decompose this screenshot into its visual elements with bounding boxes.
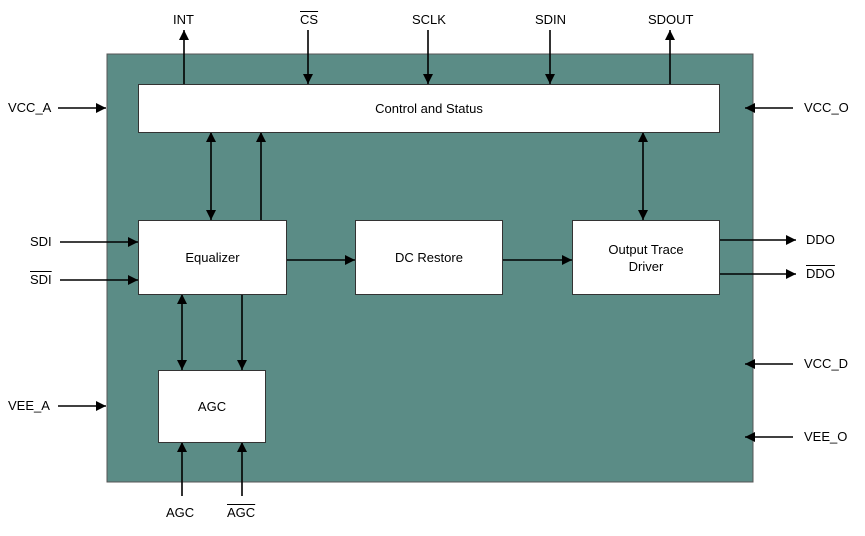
pin-sdi-label: SDI <box>30 234 52 249</box>
pin-vee-a-label: VEE_A <box>8 398 50 413</box>
output-driver-label-line1: Output Trace <box>608 241 684 257</box>
pin-vcc-o-label: VCC_O <box>804 100 849 115</box>
pin-sdin-label: SDIN <box>535 12 567 27</box>
pin-int-label: INT <box>173 12 194 27</box>
pin-sdout-label: SDOUT <box>648 12 694 27</box>
pin-ddo-label: DDO <box>806 232 835 247</box>
pin-vee-o-label: VEE_O <box>804 429 848 444</box>
equalizer-label: Equalizer <box>185 250 240 265</box>
control-and-status-block: Control and Status <box>138 84 720 133</box>
dc-restore-label: DC Restore <box>395 250 463 265</box>
agc-block-label: AGC <box>197 399 227 414</box>
pin-agc-n-label: AGC <box>227 505 256 520</box>
pin-sdi-n-label: SDI <box>30 272 52 287</box>
agc-block: AGC <box>158 370 266 443</box>
control-and-status-label: Control and Status <box>375 101 483 116</box>
output-driver-label-line2: Driver <box>628 258 664 274</box>
pin-sclk-label: SCLK <box>412 12 446 27</box>
dc-restore-block: DC Restore <box>355 220 503 295</box>
pin-cs-label: CS <box>300 12 319 27</box>
pin-vcc-a-label: VCC_A <box>8 100 52 115</box>
pin-agc-label: AGC <box>166 505 195 520</box>
pin-vcc-d-label: VCC_D <box>804 356 849 371</box>
pin-ddo-n-label: DDO <box>806 266 835 281</box>
output-trace-driver-block: Output Trace Driver <box>572 220 720 295</box>
equalizer-block: Equalizer <box>138 220 287 295</box>
